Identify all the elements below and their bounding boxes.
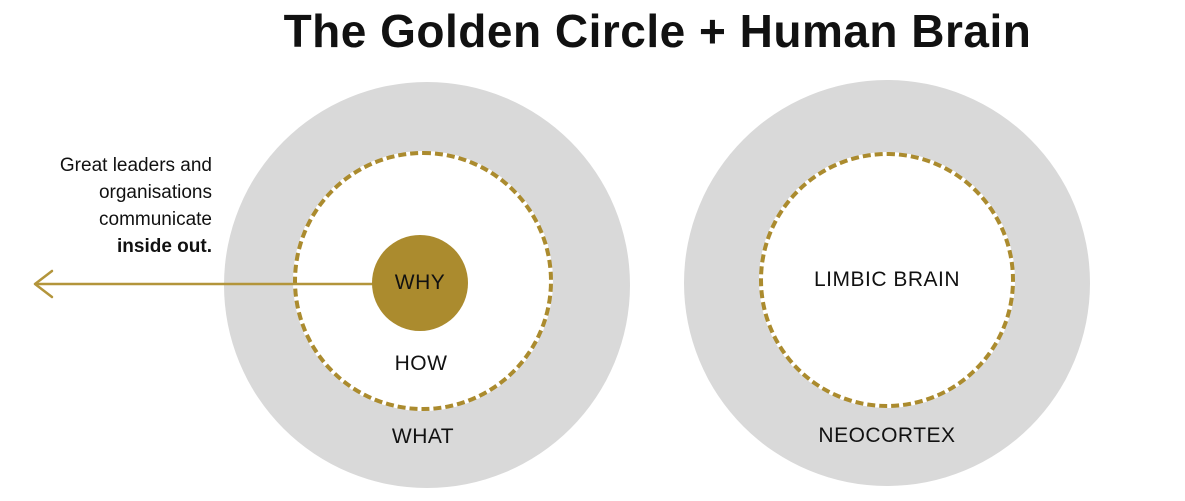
annotation-line-bold: inside out. [117, 236, 212, 257]
why-label: WHY [394, 271, 446, 294]
annotation-text: Great leaders and organisations communic… [0, 152, 212, 260]
annotation-line-2: organisations [98, 182, 212, 203]
annotation-line-1: Great leaders and [59, 155, 212, 176]
page-title: The Golden Circle + Human Brain [283, 5, 1032, 57]
neocortex-label: NEOCORTEX [818, 424, 956, 447]
how-label: HOW [394, 352, 448, 375]
why-circle: WHY [372, 235, 468, 331]
inside-out-arrow-icon [28, 266, 428, 302]
limbic-brain-label: LIMBIC BRAIN [813, 268, 961, 291]
what-label: WHAT [391, 425, 455, 448]
annotation-line-3: communicate [99, 209, 212, 230]
brain-inner-ring: LIMBIC BRAIN [759, 152, 1015, 408]
